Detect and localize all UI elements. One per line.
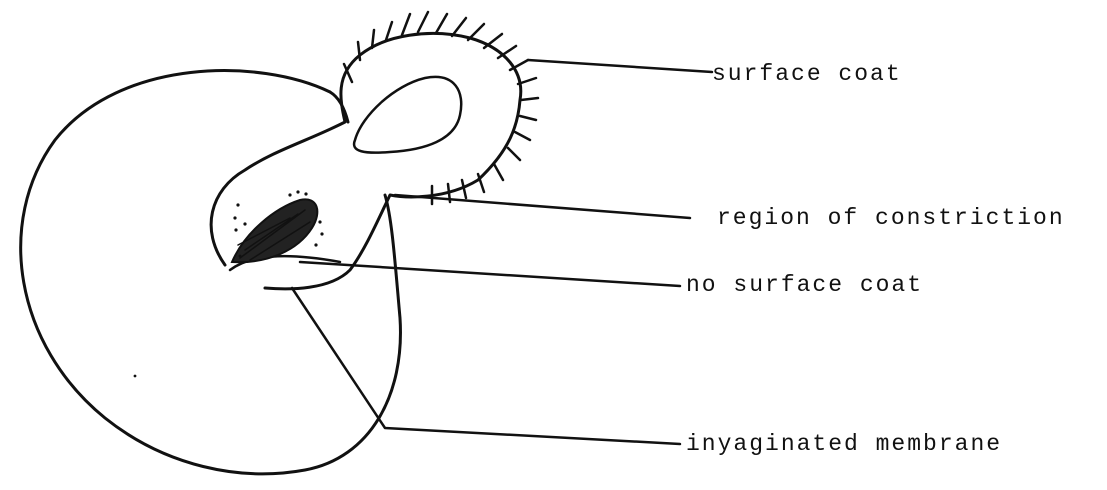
label-invaginated-membrane: inyaginated membrane [686, 433, 1002, 456]
leader-surface-coat [528, 60, 712, 72]
leader-region-of-constriction [395, 195, 690, 218]
label-surface-coat: surface coat [712, 63, 902, 86]
nucleus [232, 199, 317, 262]
inner-vacuole [354, 77, 461, 153]
surface-coat-bristles [344, 12, 538, 204]
cell-body-outline [21, 71, 401, 474]
label-no-surface-coat: no surface coat [686, 274, 923, 297]
label-region-of-constriction: region of constriction [717, 207, 1065, 230]
leader-no-surface-coat [300, 262, 680, 286]
leader-invaginated-membrane [292, 288, 680, 444]
